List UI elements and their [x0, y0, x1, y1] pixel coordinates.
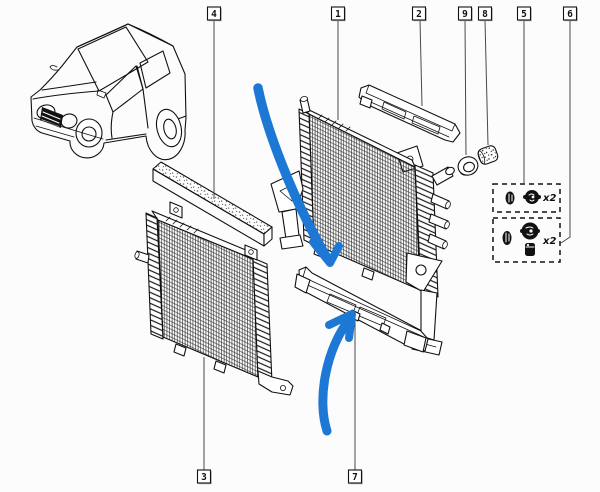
svg-text:4: 4	[211, 9, 217, 20]
condenser-bottom-bracket	[257, 370, 294, 396]
svg-text:5: 5	[521, 9, 527, 20]
car-rear-wheel-rim	[163, 118, 177, 140]
radiator-filler-neck-opening	[445, 166, 455, 176]
radiator-cap-part8	[477, 145, 499, 165]
strip-top-texture	[153, 162, 272, 234]
car-body-outline	[30, 23, 187, 161]
svg-text:6: 6	[567, 9, 573, 20]
mounting-kit-part6: x2	[492, 217, 561, 263]
condenser-header-ticks	[165, 216, 199, 234]
leader-lines	[203, 19, 571, 470]
radiator-hose-stub-1	[430, 193, 450, 210]
callout-4[interactable]: 4	[206, 6, 222, 22]
kit6-grommet-icon	[502, 231, 512, 245]
car-front-wheel-rim	[81, 126, 97, 142]
callout-1[interactable]: 1	[330, 6, 346, 22]
leader-8	[484, 19, 489, 146]
seal-ring-part9	[457, 156, 479, 176]
radiator-bottom-foot-2	[361, 267, 375, 281]
crossmember-body	[358, 84, 461, 143]
kit6-quantity-label: x2	[542, 236, 556, 247]
svg-text:8: 8	[482, 9, 488, 20]
callout-3[interactable]: 3	[196, 469, 212, 485]
car-windshield	[77, 26, 149, 92]
deflector-clip-2	[379, 322, 391, 335]
svg-text:7: 7	[352, 472, 358, 483]
car-cowl-hood-line	[32, 81, 100, 100]
car-illustration	[30, 23, 187, 161]
callout-7[interactable]: 7	[347, 469, 363, 485]
callout-8[interactable]: 8	[477, 6, 493, 22]
svg-text:1: 1	[335, 9, 341, 20]
svg-text:2: 2	[416, 9, 422, 20]
car-bumper-lines	[33, 117, 104, 140]
callout-5[interactable]: 5	[516, 6, 532, 22]
callouts: 4 1 2 9 8 5 6	[196, 6, 578, 485]
strip-end-cap	[263, 226, 273, 247]
crossmember-left-tab	[359, 95, 373, 109]
annotation-arrow-down-icon	[253, 83, 343, 267]
kit6-spacer-icon	[525, 243, 535, 256]
crossmember-hatch-2	[411, 115, 441, 135]
car-quarter-window	[139, 50, 171, 89]
svg-text:3: 3	[201, 472, 207, 483]
condenser-bottom-tab-2	[213, 360, 227, 374]
crossmember-hatch-1	[381, 101, 407, 120]
kit5-quantity-label: x2	[542, 193, 556, 204]
condenser-bottom-tab-1	[173, 343, 187, 357]
top-crossmember-part2	[358, 84, 461, 143]
mounting-kit-part5: x2	[492, 183, 561, 213]
car-rear-wheel	[155, 108, 183, 148]
kit5-grommet-icon	[505, 191, 515, 205]
condenser-part3	[134, 201, 294, 396]
leader-9	[464, 19, 467, 156]
lower-deflector-part7	[294, 266, 429, 353]
callout-6[interactable]: 6	[562, 6, 578, 22]
radiator-hose-stub-2	[428, 213, 449, 230]
deflector-right-foot	[403, 330, 427, 353]
leader-2	[419, 19, 423, 107]
car-front-wheel	[75, 118, 103, 148]
svg-text:9: 9	[462, 9, 468, 20]
deflector-left-clip	[294, 273, 311, 294]
car-door-line	[110, 65, 149, 139]
deflector-body	[298, 266, 429, 352]
annotations	[253, 83, 356, 436]
callout-9[interactable]: 9	[457, 6, 473, 22]
kit5-dashed-box	[492, 183, 561, 213]
radiator-hose-stub-3	[427, 233, 447, 250]
car-grille	[40, 107, 63, 128]
kit6-dashed-box	[492, 217, 561, 263]
callout-2[interactable]: 2	[411, 6, 427, 22]
radiator-header-ticks	[317, 114, 351, 132]
leader-6	[560, 20, 571, 244]
car-roofline	[76, 23, 174, 48]
car-mirror	[49, 65, 107, 99]
car-door-window	[105, 65, 144, 113]
foam-seal-strip-part4	[152, 161, 273, 247]
annotation-arrow-up-icon	[318, 310, 356, 436]
